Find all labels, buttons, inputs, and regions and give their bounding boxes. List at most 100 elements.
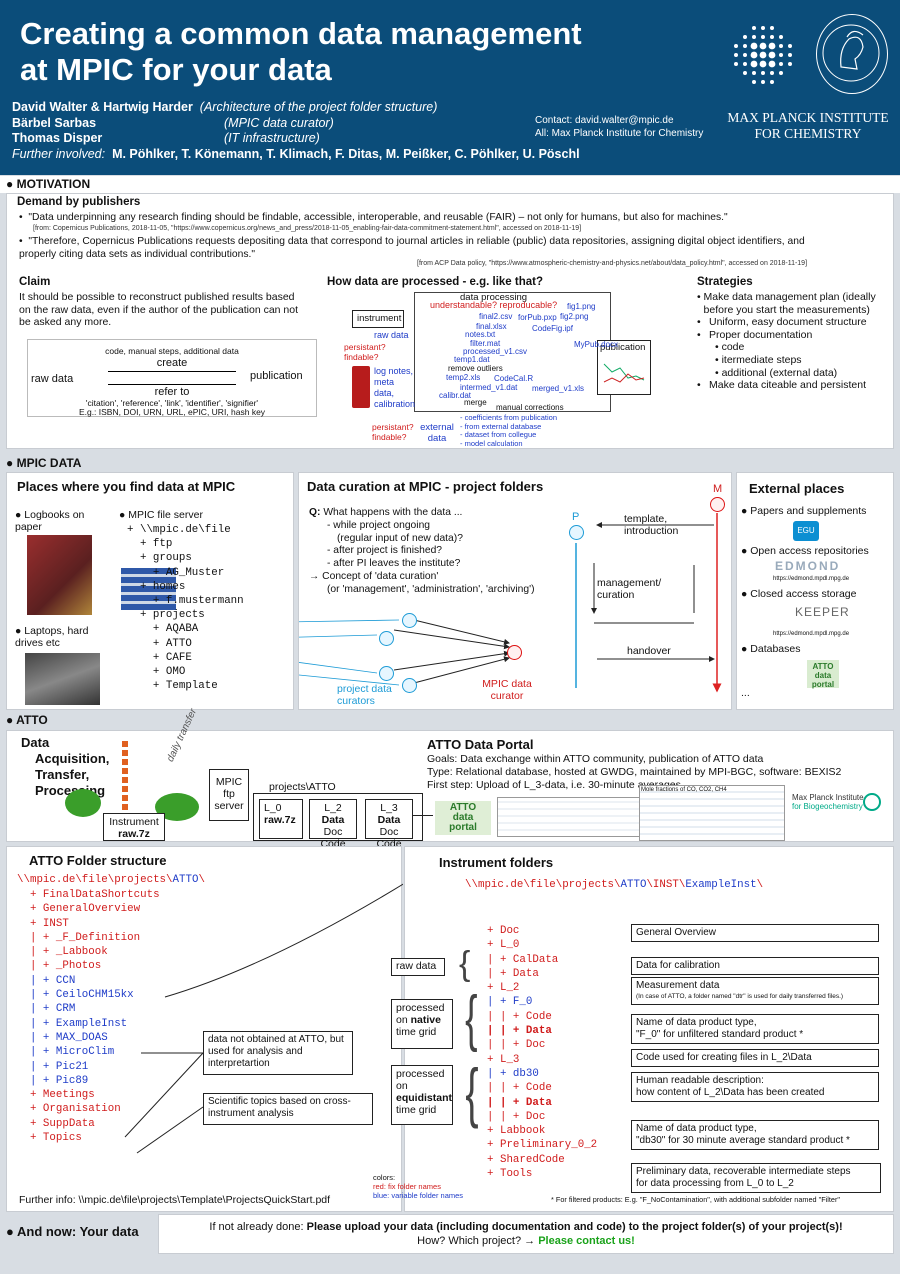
n1: processed (396, 1002, 445, 1014)
shot-title: Mole fractions of CO, CO2, CH4 (641, 787, 727, 793)
q-2: (regular input of new data)? (337, 532, 463, 544)
tree-item: + Meetings (17, 1089, 95, 1102)
footer-1b: Please upload your data (including docum… (306, 1221, 843, 1233)
q-0: What happens with the data ... (323, 507, 463, 518)
tree-item: + AQABA (127, 623, 199, 636)
bgc-icon (863, 793, 881, 811)
mpic-curator-label: MPIC data curator (482, 678, 532, 702)
proc-file: CodeCal.R (494, 374, 534, 383)
desc-meas: Measurement data(In case of ATTO, a fold… (631, 977, 879, 1005)
desc-meas-1: Measurement data (636, 980, 720, 991)
label-raw-data: raw data (391, 958, 445, 976)
e3: equidistant (396, 1092, 453, 1104)
tree-item: | + F_0 (487, 996, 533, 1009)
l3-doc: Doc (379, 826, 399, 838)
strat-sub-1: itermediate steps (721, 353, 802, 366)
n4: time grid (396, 1026, 437, 1038)
footer-2a: How? Which project? → (417, 1235, 539, 1247)
tree-item: + homes (127, 580, 186, 593)
tree-item: + Doc (487, 925, 520, 937)
atto-logo-3: portal (449, 822, 477, 833)
tree-item: | + Pic89 (17, 1074, 89, 1087)
q-4: - after PI leaves the institute? (327, 558, 461, 570)
laptops: ● Laptops, hard drives etc (15, 625, 89, 649)
section-motivation: ● MOTIVATION (0, 176, 900, 193)
ext-item-1: - from external database (460, 421, 542, 431)
tree-item: + OMO (127, 666, 186, 679)
ext-open: ● Open access repositories (741, 545, 869, 557)
handover-label: handover (627, 645, 671, 657)
process-diagram: data processing understandable? reproduc… (342, 292, 687, 447)
atto-panel: Data Acquisition,Transfer,Processing dai… (6, 707, 894, 850)
desc-code: Code used for creating files in L_2\Data (631, 1049, 879, 1067)
ext-closed-label: Closed access storage (750, 588, 857, 600)
author-1-role: (Architecture of the project folder stru… (199, 100, 438, 114)
institute-line-1: MAX PLANCK INSTITUTE (727, 110, 889, 125)
ext-dots: ... (741, 687, 750, 699)
process-title: How data are processed - e.g. like that? (327, 276, 544, 288)
proc-file: MyPub.docx (574, 340, 619, 349)
strat-0: Make data management plan (ideally befor… (703, 291, 876, 316)
concept-2: (or 'management', 'administration', 'arc… (327, 583, 535, 595)
tree-item: + FinalDataShortcuts (17, 889, 160, 901)
title-line-1: Creating a common data management (20, 16, 582, 51)
folder-tree: + FinalDataShortcuts + GeneralOverview +… (17, 888, 160, 1145)
notebook-icon (352, 366, 370, 408)
inst-root: \\mpic.de\file\projects\ATTO\INST\Exampl… (465, 879, 764, 891)
laptops-label: Laptops, hard drives etc (15, 625, 89, 649)
ext-item-3: - model calculation (460, 438, 523, 448)
quote-1: • "Data underpinning any research findin… (19, 212, 728, 223)
claim-title: Claim (19, 276, 51, 288)
tree-item: | + _F_Definition (17, 931, 141, 944)
curator-p1-icon (402, 613, 417, 628)
atto-acq-1: Acquisition, (35, 751, 110, 766)
instrument-label: Instrument (109, 816, 159, 828)
diag-refer: refer to (154, 386, 190, 398)
tree-item: + projects (127, 609, 205, 622)
tree-item: | + Data (487, 967, 539, 980)
q-1: - while project ongoing (327, 519, 431, 531)
mpic-ftp-box: MPIC ftp server (209, 769, 249, 821)
logbooks-label: Logbooks on paper (15, 509, 85, 533)
minerva-seal-icon (816, 14, 888, 94)
l2-data: Data (321, 814, 345, 826)
atto-logo-2: data (452, 812, 474, 823)
desc-human-1: Human readable description: (636, 1075, 764, 1086)
tower-icon (122, 739, 128, 819)
proc-q1: understandable? reproducable? (430, 300, 558, 310)
tree-item: | + MicroClim (17, 1046, 115, 1059)
tree-item: + f.mustermann (127, 595, 244, 608)
diag-pub: publication (250, 370, 303, 382)
tree-item: + L_2 (487, 982, 520, 995)
claim-diagram: code, manual steps, additional data crea… (27, 339, 317, 417)
legend-title: colors: (373, 1173, 396, 1182)
ext-closed: ● Closed access storage (741, 588, 857, 600)
further-label: Further involved: (12, 146, 106, 161)
ext-open-label: Open access repositories (750, 545, 869, 557)
author-2-role: (MPIC data curator) (224, 115, 334, 130)
n3: native (410, 1014, 441, 1026)
institute-name: MAX PLANCK INSTITUTE FOR CHEMISTRY (723, 110, 893, 142)
egu-logo: EGU (793, 521, 819, 541)
laptop-photo (25, 653, 100, 705)
title-line-2: at MPIC for your data (20, 52, 332, 87)
motivation-panel: Demand by publishers • "Data underpinnin… (6, 193, 894, 449)
arrow-create (108, 371, 236, 372)
proc-file: filter.mat (470, 339, 501, 348)
institute-line-2: FOR CHEMISTRY (754, 126, 862, 141)
ext-item-2: - dataset from collegue (460, 430, 537, 439)
portal-screenshot-1 (497, 797, 647, 837)
curation-questions: Q: What happens with the data ... - whil… (309, 507, 559, 597)
proc-file: final.xlsx (476, 322, 507, 331)
tree-item: | + ExampleInst (17, 1017, 128, 1030)
ext-papers: ● Papers and supplements (741, 505, 867, 517)
tree-item: + \\mpic.de\file (127, 524, 231, 536)
ext-item-0: - coefficients from publication (460, 413, 557, 422)
note-topics: Scientific topics based on cross-instrum… (203, 1093, 373, 1125)
desc-prelim-2: for data processing from L_0 to L_2 (636, 1178, 794, 1189)
tree-item: + ftp (127, 538, 173, 551)
